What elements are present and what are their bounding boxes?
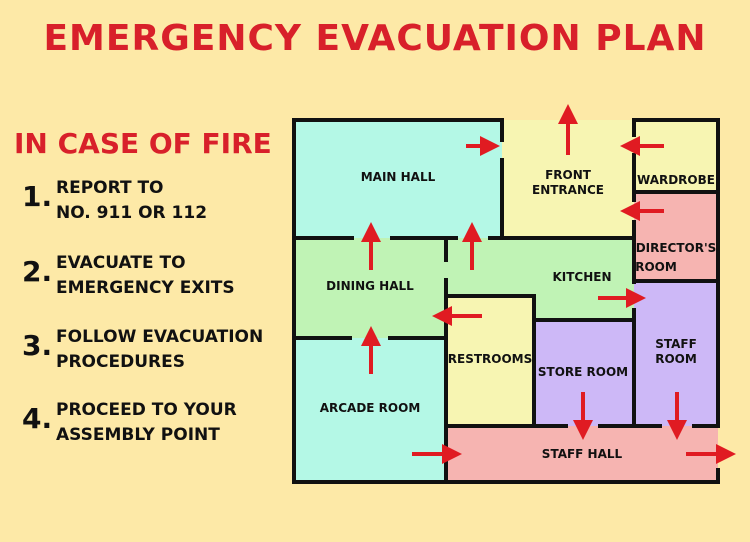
step-text: REPORT TO NO. 911 OR 112 [56, 176, 207, 226]
exit-arrow-up-icon [558, 104, 578, 155]
step-line: FOLLOW EVACUATION [56, 327, 264, 347]
main-hall-room [294, 120, 502, 238]
step-number: 2. [22, 255, 53, 288]
kitchen-room [446, 238, 634, 296]
exit-arrow-right-icon [686, 444, 736, 464]
walls [292, 118, 720, 484]
arrow-left-icon [620, 136, 664, 156]
directors-room-label: DIRECTOR'S [636, 241, 717, 255]
step-line: EMERGENCY EXITS [56, 278, 235, 298]
arcade-room-label: ARCADE ROOM [320, 401, 421, 415]
arrow-right-icon [412, 444, 462, 464]
step-line: REPORT TO [56, 178, 164, 198]
main-hall-label: MAIN HALL [361, 170, 436, 184]
arrow-left-icon [432, 306, 482, 326]
step-text: EVACUATE TO EMERGENCY EXITS [56, 251, 235, 301]
arrow-up-icon [462, 222, 482, 270]
step-line: NO. 911 OR 112 [56, 203, 208, 223]
step-number: 4. [22, 402, 53, 435]
arrow-up-icon [361, 222, 381, 270]
arrow-left-icon [620, 201, 664, 221]
arrow-down-icon [573, 392, 593, 440]
staff-room-label: STAFF [655, 337, 697, 351]
arrow-up-icon [361, 326, 381, 374]
evacuation-arrows [361, 104, 736, 464]
step-line: ASSEMBLY POINT [56, 425, 220, 445]
step-line: EVACUATE TO [56, 253, 186, 273]
arrow-right-icon [598, 288, 646, 308]
front-entrance-label: FRONT [545, 168, 592, 182]
staff-room-label: ROOM [655, 352, 697, 366]
plan-title: EMERGENCY EVACUATION PLAN [43, 18, 707, 59]
staff-hall-label: STAFF HALL [542, 447, 623, 461]
step-text: PROCEED TO YOUR ASSEMBLY POINT [56, 398, 237, 448]
step-number: 3. [22, 329, 53, 362]
step-line: PROCEDURES [56, 352, 185, 372]
wardrobe-label: WARDROBE [637, 173, 715, 187]
step-number: 1. [22, 180, 53, 213]
room-labels: MAIN HALL FRONT ENTRANCE WARDROBE DIRECT… [320, 168, 717, 461]
directors-room-label: ROOM [635, 260, 677, 274]
front-entrance-label: ENTRANCE [532, 183, 604, 197]
directors-room [634, 192, 718, 281]
kitchen-label: KITCHEN [552, 270, 611, 284]
restrooms-label: RESTROOMS [448, 352, 533, 366]
arrow-down-icon [667, 392, 687, 440]
dining-hall-label: DINING HALL [326, 279, 414, 293]
step-text: FOLLOW EVACUATION PROCEDURES [56, 325, 263, 375]
step-line: PROCEED TO YOUR [56, 400, 237, 420]
fire-instructions-heading: IN CASE OF FIRE [14, 127, 272, 160]
wardrobe-room [634, 120, 718, 192]
arrow-right-icon [466, 136, 500, 156]
store-room-label: STORE ROOM [538, 365, 628, 379]
